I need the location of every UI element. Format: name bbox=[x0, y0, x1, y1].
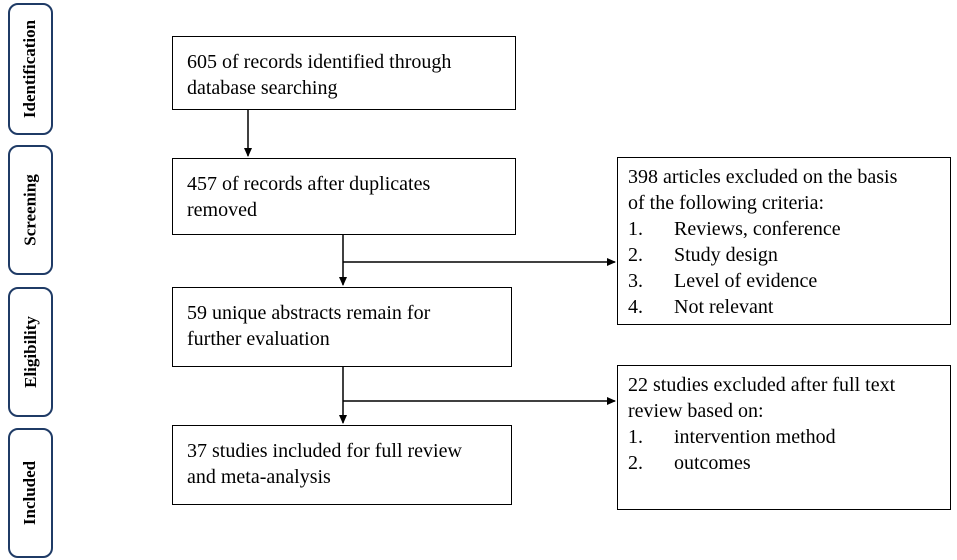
criterion-item: 1.Reviews, conference bbox=[628, 218, 841, 240]
box-line: 59 unique abstracts remain for bbox=[187, 302, 431, 324]
exclusion-box-articles: 398 articles excluded on the basis of th… bbox=[617, 157, 951, 325]
box-line: 605 of records identified through bbox=[187, 51, 452, 73]
box-line: removed bbox=[187, 199, 257, 221]
exclusion-header-line: review based on: bbox=[628, 400, 764, 422]
criterion-item: 2.Study design bbox=[628, 244, 778, 266]
exclusion-header-line: 22 studies excluded after full text bbox=[628, 374, 896, 396]
stage-label-eligibility: Eligibility bbox=[8, 287, 53, 417]
criterion-item: 2.outcomes bbox=[628, 452, 751, 474]
records-screened-box: 457 of records after duplicates removed bbox=[172, 158, 516, 235]
box-line: and meta-analysis bbox=[187, 466, 331, 488]
abstracts-box: 59 unique abstracts remain for further e… bbox=[172, 287, 512, 367]
studies-included-box: 37 studies included for full review and … bbox=[172, 425, 512, 505]
box-line: further evaluation bbox=[187, 328, 330, 350]
criterion-item: 3.Level of evidence bbox=[628, 270, 818, 292]
records-identified-box: 605 of records identified through databa… bbox=[172, 36, 516, 110]
stage-label-screening: Screening bbox=[8, 145, 53, 275]
stage-label-included: Included bbox=[8, 428, 53, 558]
exclusion-header-line: of the following criteria: bbox=[628, 192, 825, 214]
criterion-item: 1.intervention method bbox=[628, 426, 836, 448]
exclusion-header-line: 398 articles excluded on the basis bbox=[628, 166, 898, 188]
box-line: 37 studies included for full review bbox=[187, 440, 462, 462]
box-line: database searching bbox=[187, 77, 338, 99]
box-line: 457 of records after duplicates bbox=[187, 173, 431, 195]
criterion-item: 4.Not relevant bbox=[628, 296, 774, 318]
stage-label-identification: Identification bbox=[8, 3, 53, 135]
exclusion-box-studies: 22 studies excluded after full text revi… bbox=[617, 365, 951, 510]
